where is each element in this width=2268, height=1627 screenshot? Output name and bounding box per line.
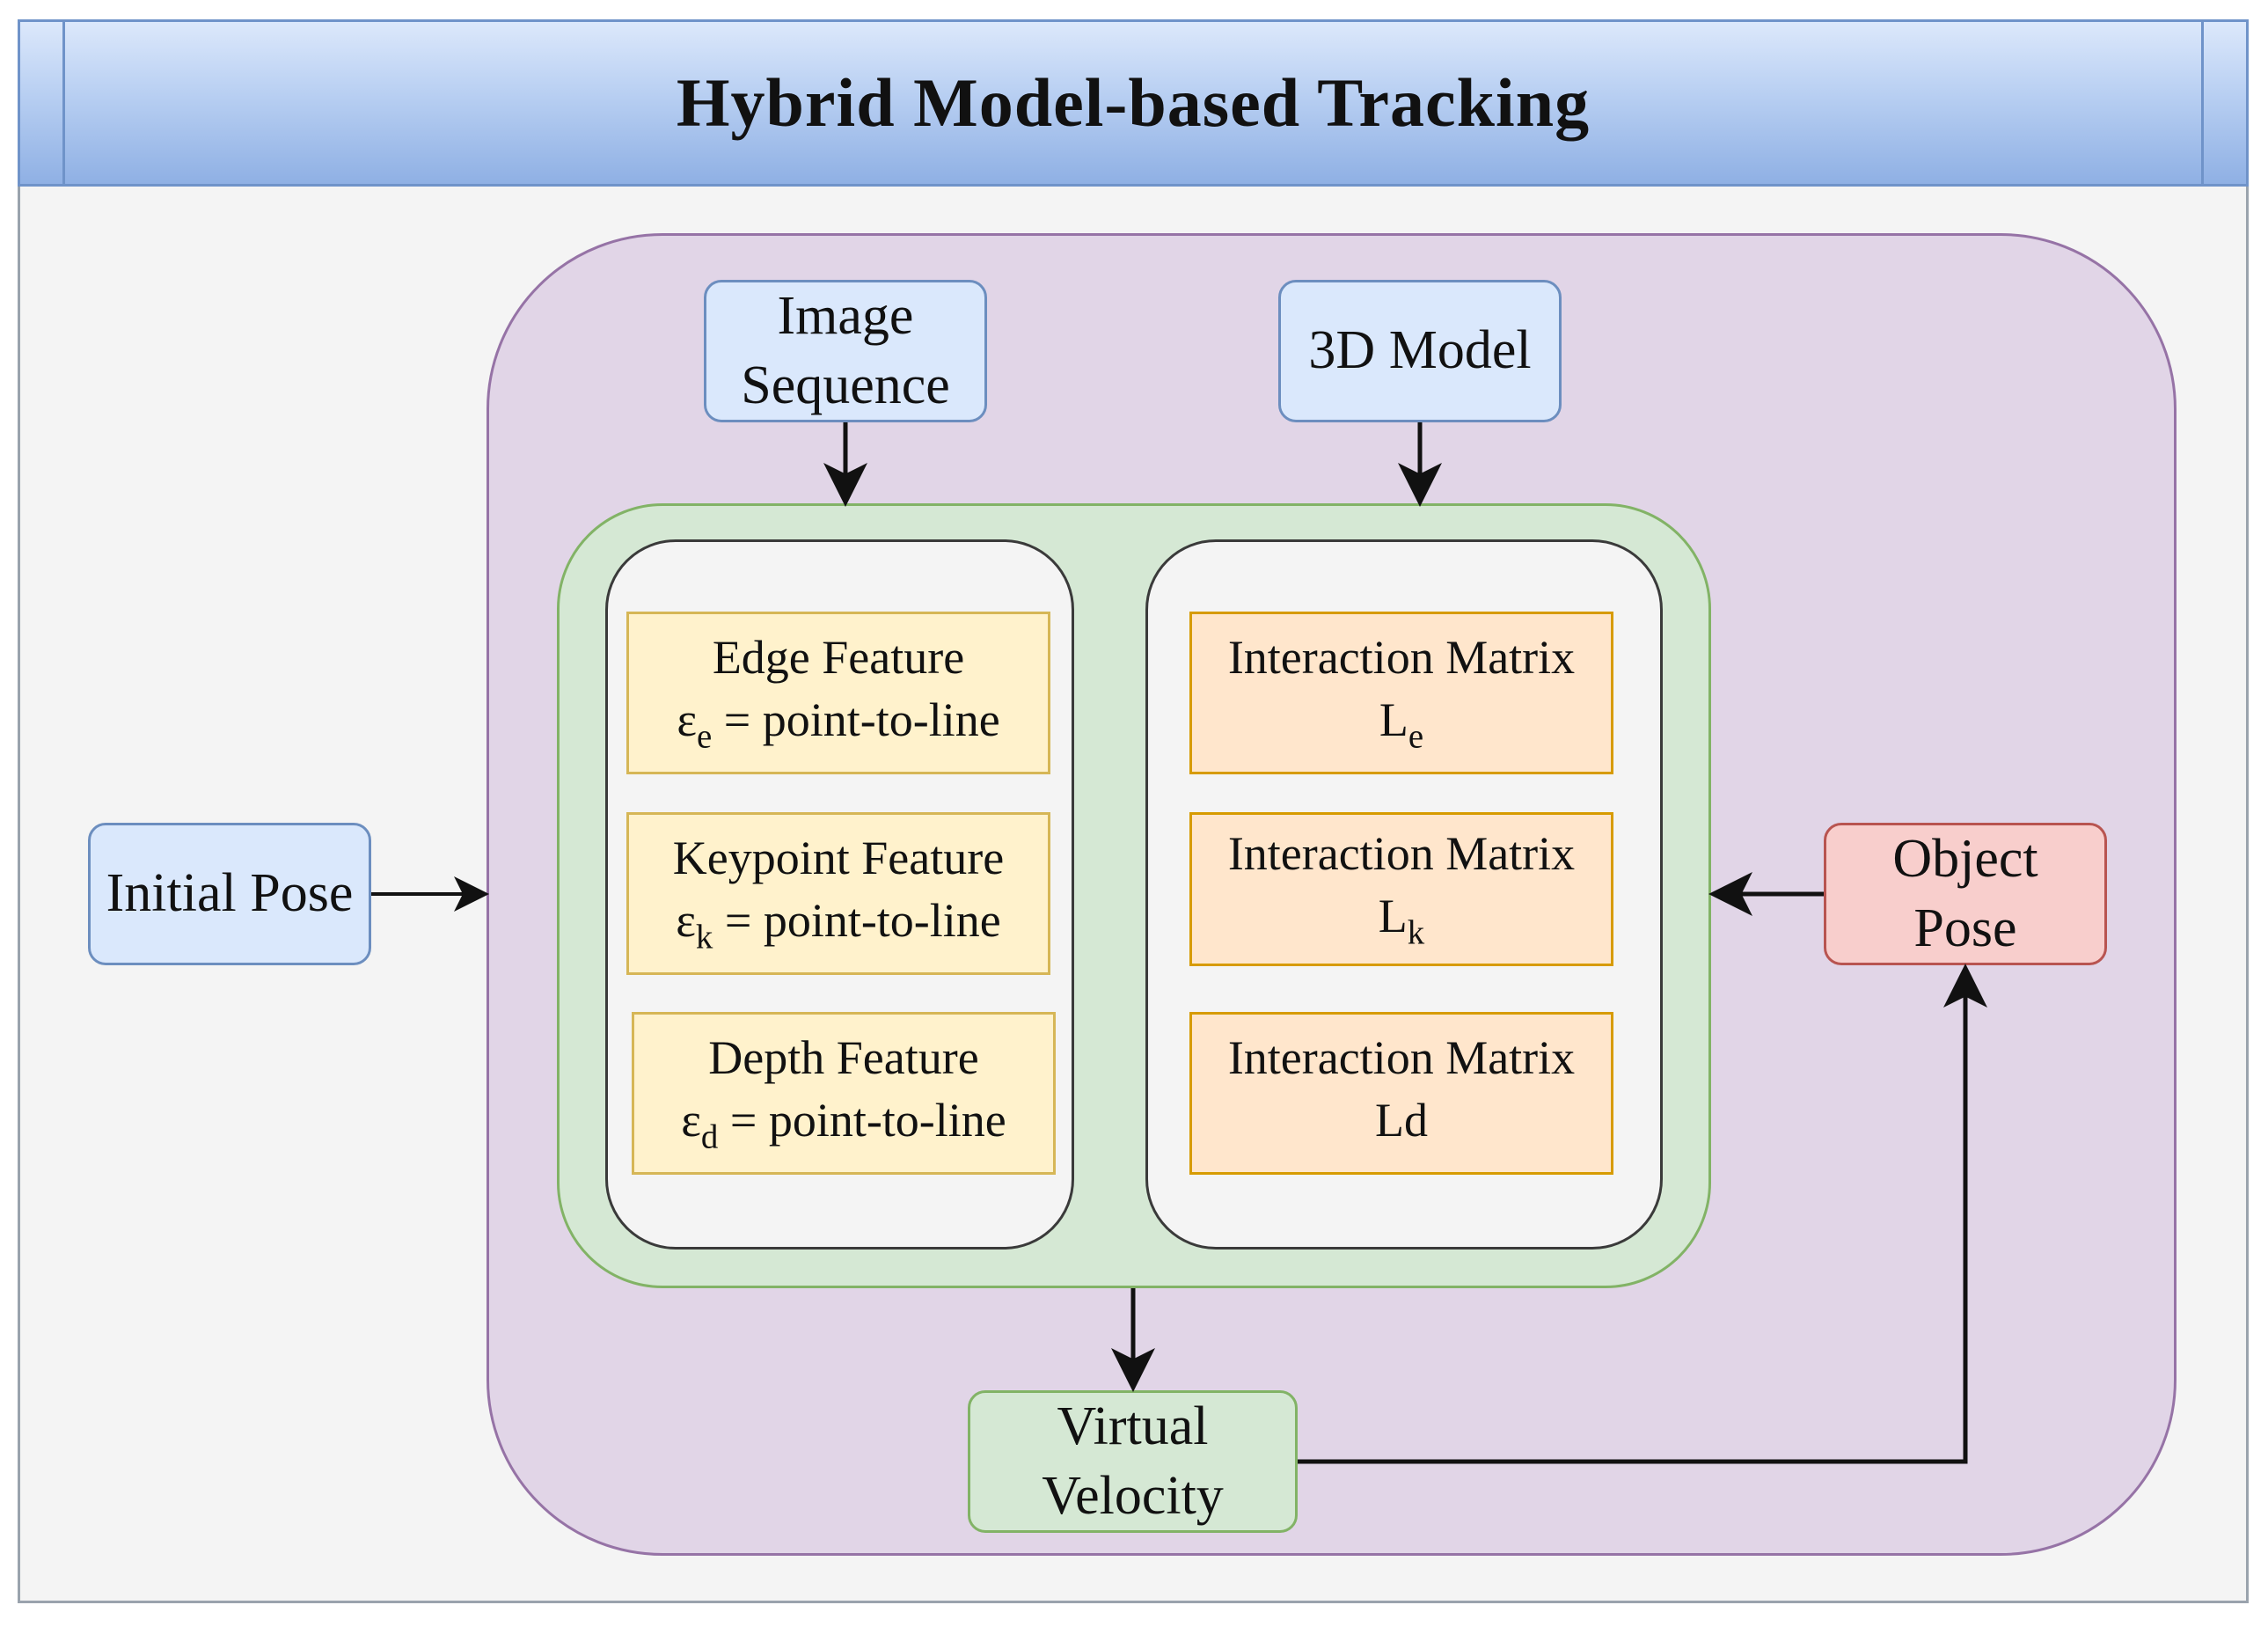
depth-interaction-matrix-box: Interaction Matrix Ld (1189, 1012, 1613, 1175)
title-bar-divider-right (2201, 22, 2204, 184)
keypoint-matrix-symbol: Lk (1379, 885, 1424, 956)
keypoint-matrix-letter: L (1378, 890, 1408, 943)
depth-feature-rhs: = point-to-line (718, 1094, 1006, 1147)
depth-matrix-letter: Ld (1375, 1094, 1428, 1147)
edge-matrix-letter: L (1379, 693, 1408, 747)
virtual-velocity-line-2: Velocity (1042, 1466, 1224, 1526)
image-sequence-line-2: Sequence (741, 355, 950, 415)
depth-feature-symbol: ε (681, 1094, 701, 1147)
keypoint-interaction-matrix-box: Interaction Matrix Lk (1189, 812, 1613, 966)
diagram-title: Hybrid Model-based Tracking (676, 64, 1591, 141)
initial-pose-box: Initial Pose (88, 823, 371, 965)
edge-interaction-matrix-box: Interaction Matrix Le (1189, 612, 1613, 774)
keypoint-feature-equation: εk = point-to-line (676, 890, 1001, 960)
edge-matrix-symbol: Le (1379, 689, 1423, 759)
keypoint-feature-rhs: = point-to-line (713, 894, 1001, 948)
model-3d-box: 3D Model (1278, 280, 1562, 422)
virtual-velocity-box: Virtual Velocity (968, 1390, 1298, 1533)
image-sequence-line-1: Image (777, 285, 914, 346)
keypoint-matrix-subscript: k (1407, 913, 1425, 952)
edge-feature-subscript: e (697, 717, 713, 756)
depth-matrix-symbol: Ld (1375, 1089, 1428, 1160)
arrow-virtual-velocity-to-object-pose (1298, 964, 1987, 1464)
edge-feature-symbol: ε (677, 693, 697, 747)
virtual-velocity-line-1: Virtual (1057, 1396, 1209, 1456)
initial-pose-label: Initial Pose (106, 863, 354, 924)
edge-feature-title: Edge Feature (712, 630, 965, 684)
title-bar-divider-left (62, 22, 65, 184)
depth-feature-box: Depth Feature εd = point-to-line (632, 1012, 1056, 1175)
depth-matrix-title: Interaction Matrix (1227, 1030, 1576, 1084)
edge-feature-box: Edge Feature εe = point-to-line (626, 612, 1050, 774)
object-pose-box: Object Pose (1824, 823, 2107, 965)
keypoint-matrix-title: Interaction Matrix (1227, 826, 1576, 880)
object-pose-line-1: Object (1892, 828, 2038, 889)
title-bar: Hybrid Model-based Tracking (18, 19, 2249, 187)
keypoint-feature-title: Keypoint Feature (672, 831, 1005, 884)
depth-feature-equation: εd = point-to-line (681, 1089, 1006, 1160)
edge-feature-equation: εe = point-to-line (677, 689, 999, 759)
keypoint-feature-box: Keypoint Feature εk = point-to-line (626, 812, 1050, 975)
model-3d-label: 3D Model (1308, 320, 1532, 381)
depth-feature-subscript: d (700, 1118, 719, 1156)
keypoint-feature-symbol: ε (676, 894, 696, 948)
depth-feature-title: Depth Feature (708, 1030, 979, 1084)
edge-feature-rhs: = point-to-line (712, 693, 1000, 747)
keypoint-feature-subscript: k (695, 918, 713, 956)
image-sequence-box: Image Sequence (704, 280, 987, 422)
edge-matrix-subscript: e (1408, 717, 1424, 756)
object-pose-line-2: Pose (1913, 898, 2017, 958)
edge-matrix-title: Interaction Matrix (1227, 630, 1576, 684)
